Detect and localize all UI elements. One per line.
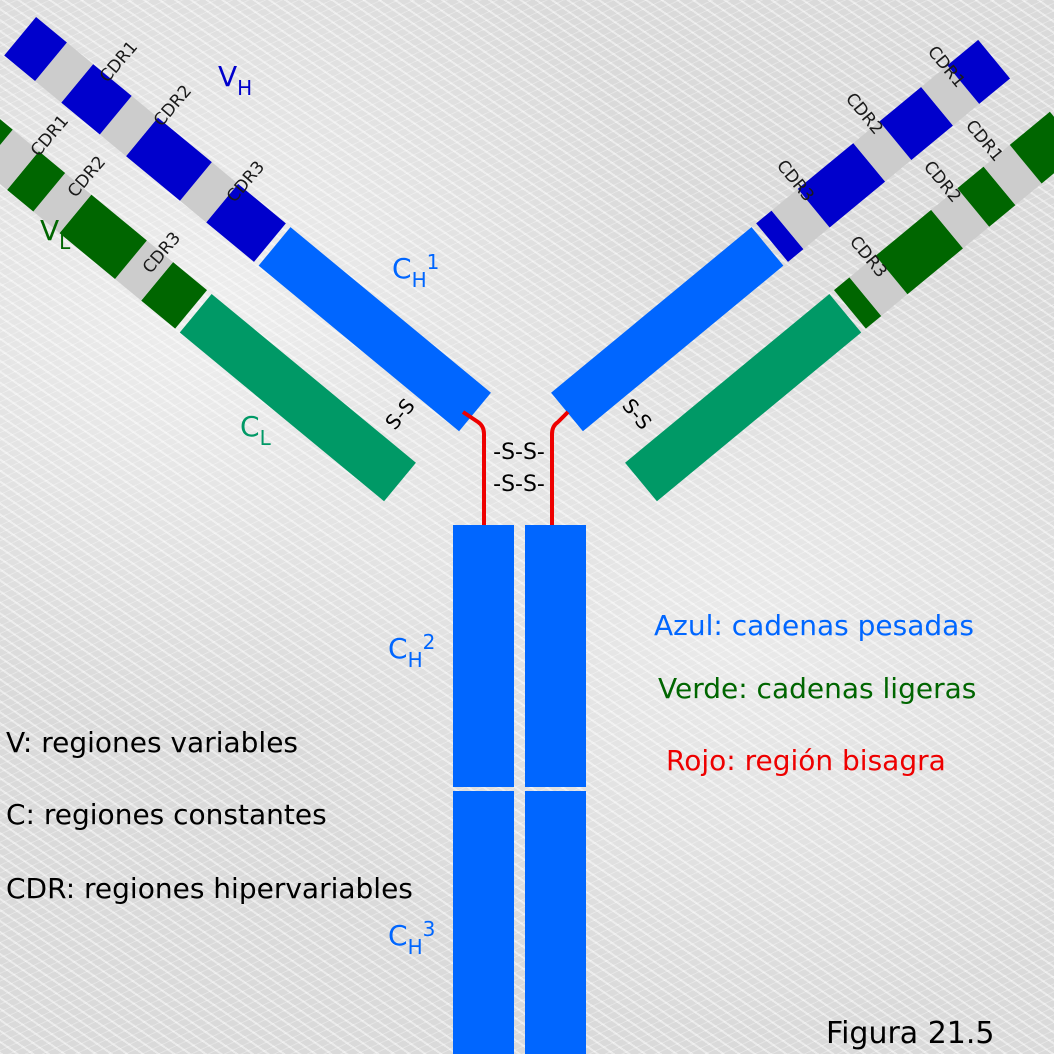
left-arm-disulfide: S-S [380,394,419,434]
right-vl-cdr1-box [983,144,1042,206]
right-ch2-domain [525,525,586,787]
right-hinge-line [550,410,570,525]
left-vl-cdr3-box [115,240,174,301]
left-vh-fr2 [61,64,132,135]
left-ch3-domain [453,791,514,1054]
right-vh-cdr1-box [921,65,980,126]
vh-label: VH [218,60,252,100]
right-vh-fr3 [797,143,886,228]
right-vl-fr2 [957,166,1016,227]
left-vh-fr1 [4,16,67,81]
right-cl-domain [625,293,862,502]
right-vl-fr4 [834,277,882,329]
legend-heavy-chains: Azul: cadenas pesadas [654,609,974,642]
left-vl-fr3 [59,194,147,280]
left-heavy-chain [4,16,491,432]
right-vh-cdr2-box [853,121,912,182]
right-vh-cdr2-label: CDR2 [841,89,887,138]
right-vh-fr4 [756,210,804,262]
left-vh-cdr1-label: CDR1 [96,37,142,86]
left-vh-cdr2-box [99,95,158,157]
left-ch1-domain [258,227,491,432]
right-vh-fr2 [879,87,953,160]
ch2-label: CH2 [388,630,435,672]
right-vl-fr3 [875,209,963,295]
left-vl-fr2 [7,151,66,212]
hinge-disulfide-2: -S-S- [493,472,545,497]
cl-label: CL [240,410,272,450]
left-vl-cdr1-label: CDR1 [27,111,73,160]
legend-light-chains: Verde: cadenas ligeras [658,672,977,705]
right-vh-cdr3-box [771,188,830,250]
figure-label: Figura 21.5 [826,1016,995,1051]
right-vl-fr1 [1009,111,1054,184]
left-vh-cdr1-box [35,42,94,103]
left-cl-domain [179,293,416,502]
left-vh-cdr2-label: CDR2 [150,81,196,130]
right-vl-cdr1-label: CDR1 [961,116,1007,165]
right-heavy-chain [551,39,1011,432]
legend-hinge-region: Rojo: región bisagra [666,744,946,777]
left-vh-cdr3-box [179,162,239,223]
left-vh-fr4 [206,183,286,262]
left-hinge-line [461,410,486,525]
right-ch3-domain [525,791,586,1054]
right-vl-cdr3-box [849,255,908,316]
legend-constant-regions: C: regiones constantes [6,798,327,831]
right-vh-fr1 [947,39,1011,104]
ch1-label: CH1 [392,250,439,292]
right-ch1-domain [551,227,784,432]
left-vl-cdr1-box [0,129,39,190]
right-vl-cdr2-box [931,188,990,249]
left-light-chain [0,102,416,502]
left-vl-fr4 [141,262,207,329]
right-light-chain [625,111,1054,502]
right-arm-disulfide: S-S [617,394,656,434]
legend-variable-regions: V: regiones variables [6,726,299,759]
right-vl-cdr2-label: CDR2 [919,157,965,206]
hinge-disulfide-1: -S-S- [493,440,545,465]
legend-cdr-regions: CDR: regiones hipervariables [6,872,413,905]
left-vl-cdr2-box [33,172,92,234]
vl-label: VL [40,214,71,254]
left-ch2-domain [453,525,514,787]
ch3-label: CH3 [388,917,435,959]
left-vh-fr3 [126,117,212,201]
